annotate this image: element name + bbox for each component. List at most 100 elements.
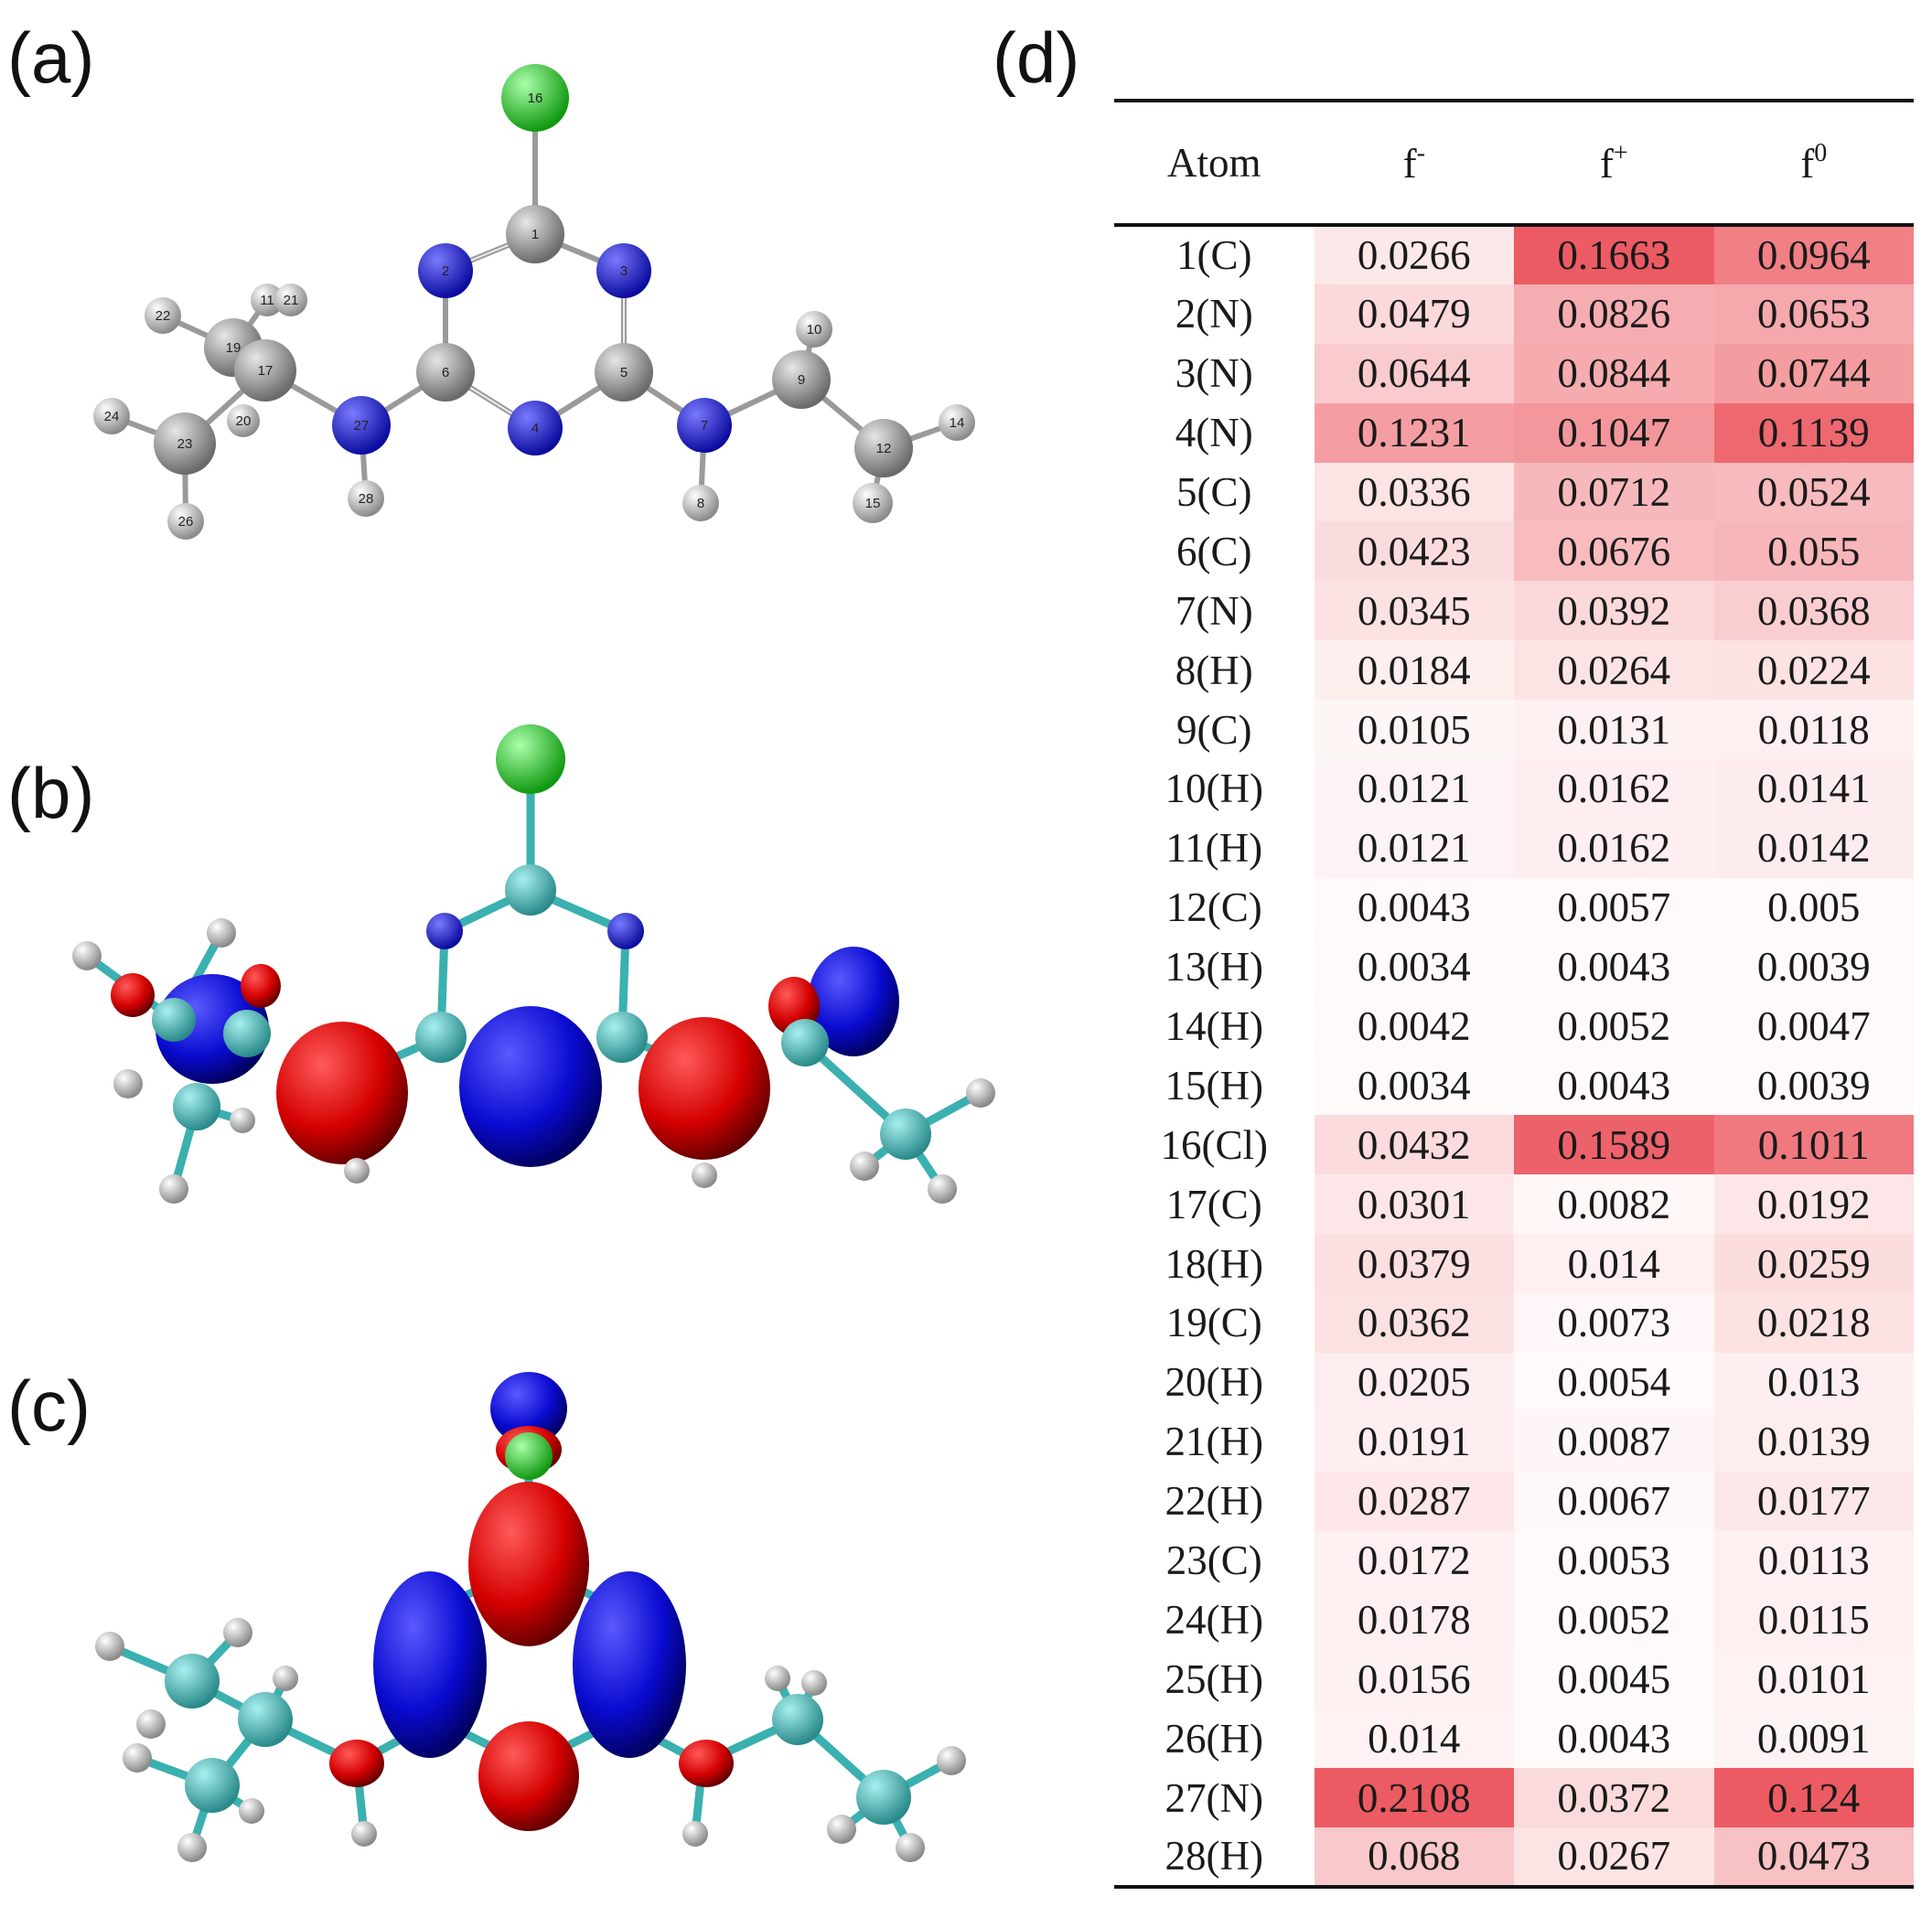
- atom-cell: 27(N): [1165, 1774, 1263, 1821]
- f-zero-cell: 0.0473: [1713, 1827, 1914, 1887]
- f-zero-cell: 0.0964: [1713, 225, 1914, 284]
- f-plus-cell: 0.0162: [1514, 759, 1714, 819]
- f-zero-cell: 0.0115: [1713, 1590, 1914, 1650]
- f-zero-cell: 0.005: [1713, 877, 1914, 937]
- f-plus-cell: 0.0676: [1514, 521, 1714, 582]
- atom-cell: 26(H): [1165, 1715, 1263, 1762]
- f-zero-cell: 0.013: [1713, 1352, 1914, 1412]
- f-plus-cell: 0.0082: [1514, 1174, 1714, 1235]
- f-minus-cell: 0.014: [1314, 1709, 1514, 1769]
- f-minus-cell: 0.0336: [1314, 462, 1514, 522]
- f-plus-cell: 0.0162: [1514, 818, 1714, 878]
- atom-cell: 14(H): [1165, 1003, 1263, 1050]
- f-plus-cell: 0.0043: [1514, 937, 1714, 997]
- atom-number-label: 7: [701, 418, 708, 434]
- f-minus-cell: 0.0432: [1314, 1115, 1514, 1175]
- atom-cell: 25(H): [1165, 1655, 1263, 1702]
- f-zero-cell: 0.0218: [1713, 1293, 1914, 1353]
- panel-label-d: (d): [993, 17, 1080, 98]
- f-zero-cell: 0.0141: [1713, 759, 1914, 819]
- header-f-zero: f0: [1800, 138, 1828, 187]
- f-zero-cell: 0.1011: [1713, 1115, 1914, 1175]
- atom-number-label: 5: [620, 365, 628, 380]
- f-plus-cell: 0.0131: [1514, 700, 1714, 760]
- f-zero-cell: 0.0653: [1713, 284, 1914, 344]
- atom-cell: 11(H): [1165, 825, 1263, 872]
- atom-number-label: 9: [798, 372, 805, 388]
- f-plus-cell: 0.0067: [1514, 1471, 1714, 1531]
- f-plus-cell: 0.0392: [1514, 581, 1714, 641]
- f-plus-cell: 0.0043: [1514, 1055, 1714, 1116]
- f-minus-cell: 0.0042: [1314, 996, 1514, 1056]
- f-minus-cell: 0.0034: [1314, 1055, 1514, 1116]
- atom-cell: 4(N): [1175, 410, 1253, 456]
- f-minus-cell: 0.068: [1314, 1827, 1514, 1887]
- f-minus-cell: 0.2108: [1314, 1768, 1514, 1828]
- f-zero-cell: 0.124: [1713, 1768, 1914, 1828]
- atom-number-label: 27: [354, 418, 370, 434]
- f-zero-cell: 0.1139: [1713, 402, 1914, 463]
- molecule-structure-a: 16 1 2 3 4 5 6 7 8 9 10 11 12 14 15 17 1…: [93, 64, 975, 540]
- f-minus-cell: 0.0362: [1314, 1293, 1514, 1353]
- f-plus-cell: 0.0045: [1514, 1649, 1714, 1709]
- atom-number-label: 4: [531, 421, 539, 436]
- atom-cell: 16(Cl): [1160, 1121, 1269, 1168]
- f-zero-cell: 0.0192: [1713, 1174, 1914, 1235]
- atom-number-label: 23: [177, 436, 193, 452]
- f-zero-cell: 0.0259: [1713, 1234, 1914, 1294]
- atom-number-label: 22: [156, 308, 171, 324]
- f-zero-cell: 0.0744: [1713, 343, 1914, 403]
- atom-cell: 8(H): [1175, 647, 1253, 693]
- f-minus-cell: 0.0178: [1314, 1590, 1514, 1650]
- f-zero-cell: 0.0118: [1713, 700, 1914, 760]
- atom-number-label: 28: [359, 491, 374, 507]
- f-plus-cell: 0.1663: [1514, 225, 1714, 284]
- f-minus-cell: 0.0345: [1314, 581, 1514, 641]
- atom-number-label: 16: [528, 91, 543, 106]
- f-zero-cell: 0.0091: [1713, 1709, 1914, 1769]
- f-minus-cell: 0.0479: [1314, 284, 1514, 344]
- f-minus-cell: 0.0105: [1314, 700, 1514, 760]
- orbital-isosurface-c: [95, 1372, 966, 1862]
- f-minus-cell: 0.0644: [1314, 343, 1514, 403]
- panel-label-a: (a): [7, 17, 95, 98]
- orbital-isosurface-b: [72, 724, 995, 1204]
- f-zero-cell: 0.055: [1713, 521, 1914, 582]
- f-plus-cell: 0.0054: [1514, 1352, 1714, 1412]
- f-minus-cell: 0.0121: [1314, 818, 1514, 878]
- f-plus-cell: 0.0053: [1514, 1530, 1714, 1591]
- panel-label-c: (c): [7, 1366, 91, 1446]
- f-minus-cell: 0.0205: [1314, 1352, 1514, 1412]
- header-f-plus: f+: [1599, 138, 1628, 187]
- atom-number-label: 19: [226, 340, 242, 356]
- atom-cell: 1(C): [1176, 232, 1252, 279]
- atom-cell: 2(N): [1175, 291, 1253, 337]
- f-zero-cell: 0.0177: [1713, 1471, 1914, 1531]
- f-plus-cell: 0.0826: [1514, 284, 1714, 344]
- atom-cell: 9(C): [1176, 706, 1252, 753]
- f-minus-cell: 0.0156: [1314, 1649, 1514, 1709]
- header-f-minus: f-: [1402, 138, 1425, 187]
- f-plus-cell: 0.1589: [1514, 1115, 1714, 1175]
- f-plus-cell: 0.014: [1514, 1234, 1714, 1294]
- atom-cell: 3(N): [1175, 350, 1253, 397]
- header-atom: Atom: [1166, 140, 1261, 186]
- f-zero-cell: 0.0039: [1713, 1055, 1914, 1116]
- f-plus-cell: 0.0087: [1514, 1411, 1714, 1472]
- f-minus-cell: 0.0287: [1314, 1471, 1514, 1531]
